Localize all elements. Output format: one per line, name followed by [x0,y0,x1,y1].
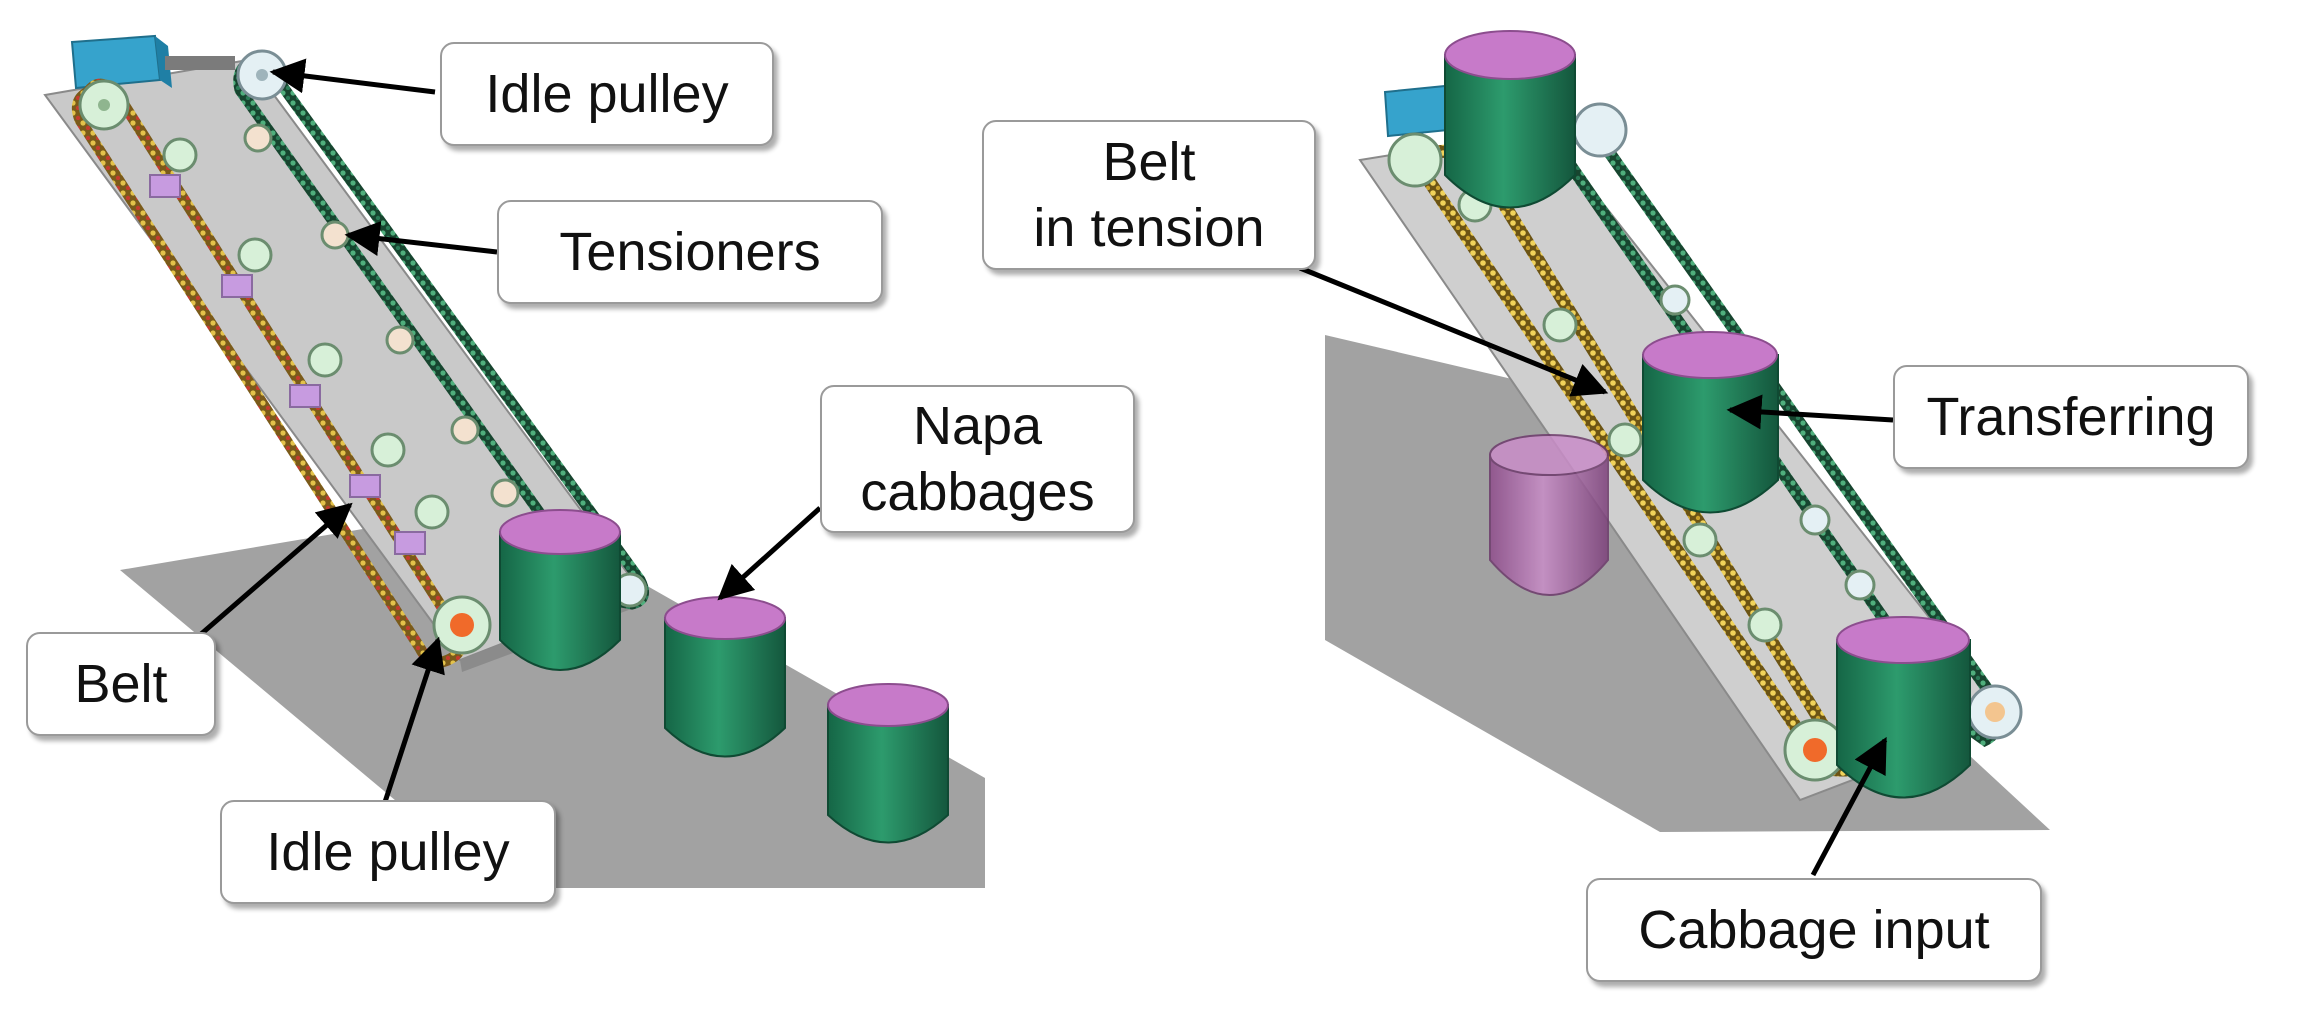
callout-napa-cabbages-line1: Napa [912,396,1043,456]
callout-idle-pulley-bottom: Idle pulley [220,800,556,904]
cabbage-falling [1489,434,1609,596]
arrow-belt [183,502,353,650]
callout-tensioners-text: Tensioners [559,222,821,282]
conveyor-floor [120,505,985,888]
pulley-bottom-hub [450,613,474,637]
left-tensioners [162,123,648,608]
left-conveyor-assembly [43,34,985,888]
callout-idle-pulley-top-text: Idle pulley [485,64,729,124]
callout-belt-in-tension: Belt in tension [982,120,1316,270]
cabbage-input [1836,616,1971,799]
cabbage-top [1444,30,1576,209]
callout-idle-pulley-top: Idle pulley [440,42,774,146]
callout-napa-cabbages-line2: cabbages [860,462,1095,522]
callout-transferring: Transferring [1893,365,2249,469]
arrow-napa-cabbages [717,506,822,601]
arrow-cabbage-input [1810,736,1888,877]
arrow-idle-pulley-top [269,58,436,95]
right-pulleys [1387,102,2023,782]
left-pulleys [78,49,492,655]
arrow-belt-in-tension [1299,265,1609,397]
arrow-idle-pulley-bottom [382,636,445,803]
arrow-transferring [1726,394,1894,430]
cabbage-transferring [1642,331,1779,514]
callout-belt-in-tension-line2: in tension [1033,198,1265,258]
motor-unit [70,34,235,90]
callout-tensioners: Tensioners [497,200,883,304]
cabbage-left-2 [664,596,786,758]
cabbage-left-1 [499,509,621,671]
callout-belt-text: Belt [74,654,168,714]
cabbage-left-3 [827,683,949,844]
callout-belt: Belt [26,632,216,736]
right-conveyor-assembly [1325,30,2050,832]
callout-belt-in-tension-line1: Belt [1102,132,1196,192]
callout-transferring-text: Transferring [1926,387,2216,447]
callout-cabbage-input: Cabbage input [1586,878,2042,982]
callout-idle-pulley-bottom-text: Idle pulley [266,822,510,882]
arrow-tensioners [344,221,498,256]
leader-arrows [183,58,1894,877]
tensioner-brackets [149,174,426,555]
callout-cabbage-input-text: Cabbage input [1638,900,1990,960]
motor-unit-right [1383,84,1450,138]
callout-napa-cabbages: Napa cabbages [820,385,1135,533]
